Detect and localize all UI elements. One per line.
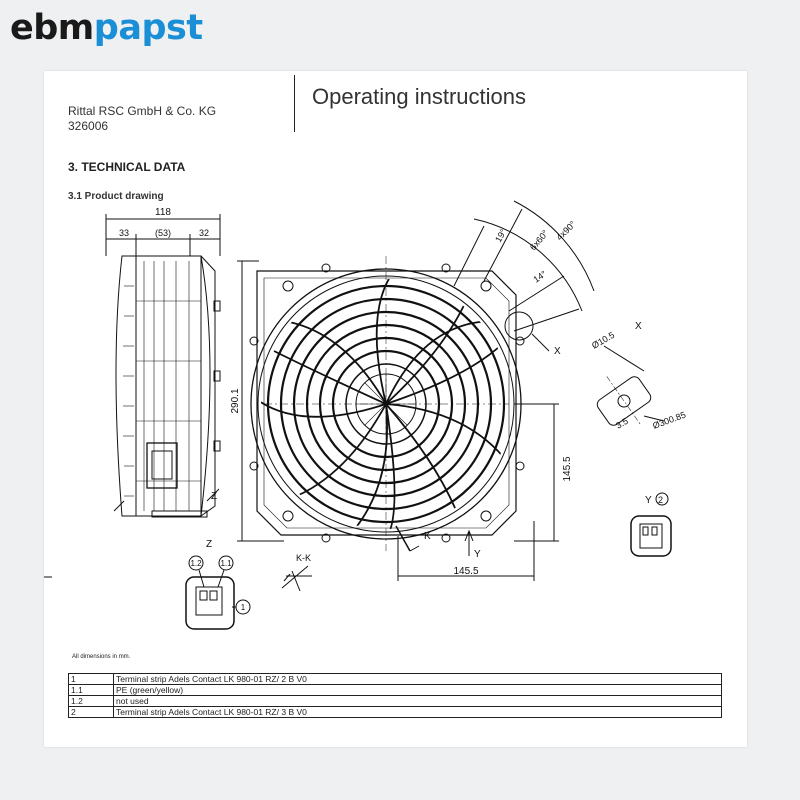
angle-4x90: 4x90° [554, 219, 578, 243]
dim-width-total: 118 [155, 207, 171, 218]
legend-desc: PE (green/yellow) [113, 684, 722, 696]
doc-number: 326006 [68, 119, 109, 133]
label-kk: K-K [296, 553, 311, 563]
label-y-num: 2 [658, 495, 663, 505]
logo-part-papst: papst [93, 8, 203, 48]
label-y-detail: Y [645, 495, 652, 506]
callout-1: 1 [241, 603, 246, 612]
dim-height-right: 145.5 [562, 456, 573, 481]
page-title: Operating instructions [312, 84, 526, 109]
label-z-detail: Z [206, 539, 212, 550]
datasheet-page: Rittal RSC GmbH & Co. KG 326006 Operatin… [44, 71, 747, 747]
dim-mid: (53) [155, 228, 171, 238]
legend-desc: Terminal strip Adels Contact LK 980-01 R… [113, 673, 722, 685]
label-z-side: Z [211, 491, 217, 502]
label-x-top: X [635, 321, 642, 332]
side-view [105, 214, 221, 518]
ebmpapst-logo: ebmpapst [10, 8, 203, 48]
legend-key: 2 [68, 706, 114, 718]
legend-desc: Terminal strip Adels Contact LK 980-01 R… [113, 706, 722, 718]
label-x-mid: X [554, 346, 561, 357]
header-company: Rittal RSC GmbH & Co. KG 326006 [68, 104, 216, 134]
legend-key: 1.2 [68, 695, 114, 707]
angle-6x60: 6x60° [528, 228, 551, 252]
dia-300: Ø300.85 [651, 410, 687, 431]
dim-width-bottom: 145.5 [453, 566, 478, 577]
front-view [44, 200, 672, 630]
dim-3-5: 3.5 [614, 416, 630, 431]
header-divider [294, 75, 295, 132]
label-y-arrow: Y [474, 549, 481, 560]
callout-1-2: 1.2 [190, 559, 202, 568]
dim-left: 33 [119, 228, 129, 238]
product-drawing: 118 33 (53) 32 290.1 145.5 145.5 19° 6x6… [44, 200, 687, 630]
dia-10-5: Ø10.5 [590, 330, 616, 351]
dimensions-footnote: All dimensions in mm. [72, 654, 131, 660]
dim-right: 32 [199, 228, 209, 238]
angle-14: 14° [531, 268, 548, 284]
label-k: K [424, 531, 431, 542]
section-title: 3. TECHNICAL DATA [68, 160, 186, 174]
callout-1-1: 1.1 [220, 559, 232, 568]
subsection-title: 3.1 Product drawing [68, 191, 164, 202]
legend-desc: not used [113, 695, 722, 707]
company-name: Rittal RSC GmbH & Co. KG [68, 104, 217, 118]
legend-key: 1.1 [68, 684, 114, 696]
dim-height-left: 290.1 [230, 388, 241, 413]
legend-key: 1 [68, 673, 114, 685]
logo-part-ebm: ebm [10, 8, 94, 48]
